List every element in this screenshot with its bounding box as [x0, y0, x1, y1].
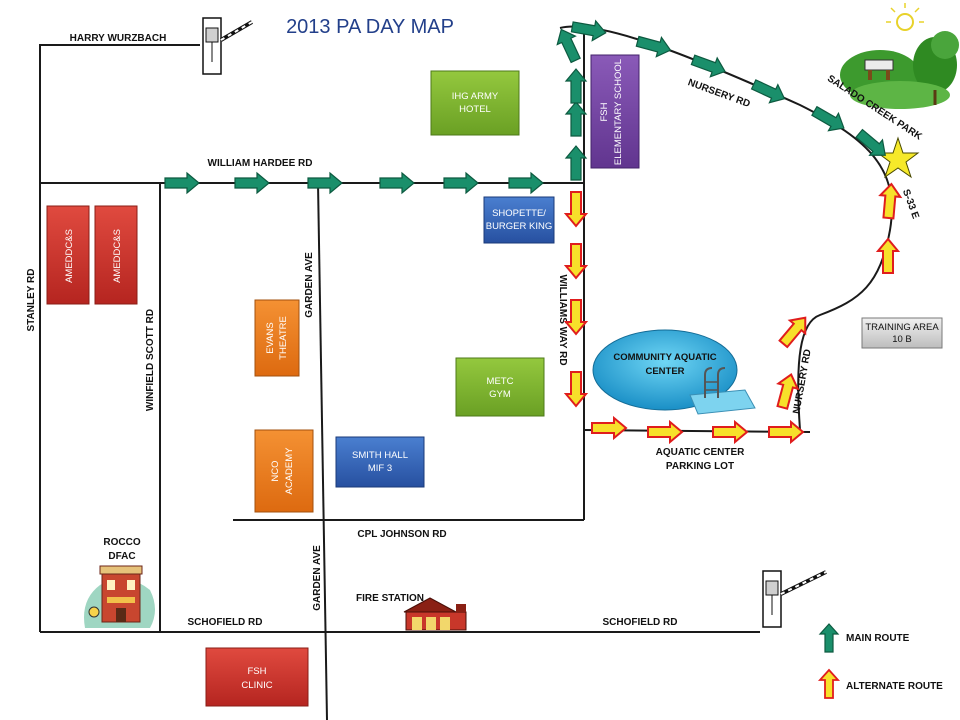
metc-label-line1: METC	[487, 376, 514, 387]
alternate-route-arrow-1	[563, 243, 589, 280]
parking-lot-label-line2: PARKING LOT	[666, 461, 734, 472]
road-label-winfield-scott: WINFIELD SCOTT RD	[145, 309, 156, 411]
alternate-route-arrow-10	[875, 237, 901, 274]
shopette-label-line1: SHOPETTE/	[492, 208, 546, 219]
main-route-arrow-2	[307, 171, 343, 195]
road-label-i35e: S-33 E	[900, 188, 921, 221]
main-route-arrow-10	[570, 19, 607, 42]
park-trees-icon	[840, 3, 959, 109]
fire-station-icon	[403, 597, 467, 631]
shopette-label-line2: BURGER KING	[486, 221, 553, 232]
main-route-arrow-5	[508, 171, 544, 195]
fsh-clinic	[205, 647, 309, 707]
alternate-route-arrow-0	[563, 191, 589, 228]
training-label-line1: TRAINING AREA	[865, 322, 939, 333]
gate-icon-north	[202, 17, 254, 75]
legend-main-route-label: MAIN ROUTE	[846, 633, 910, 644]
main-route-arrow-15	[855, 128, 886, 156]
alternate-route-arrow-11	[878, 182, 903, 220]
alternate-route-arrow-5	[647, 419, 684, 445]
road-label-garden-ave-south: GARDEN AVE	[312, 545, 323, 611]
ihg-label-line1: IHG ARMY	[452, 91, 499, 102]
alternate-route-arrow-9	[778, 316, 807, 349]
roads	[39, 25, 893, 720]
main-route-arrow-4	[443, 171, 479, 195]
evans-label-line2: THEATRE	[278, 316, 289, 360]
training-label-line2: 10 B	[892, 334, 912, 345]
amedd-label-1: AMEDDC&S	[64, 229, 75, 283]
main-route-arrow-13	[750, 79, 786, 104]
legend-main-route-icon	[818, 623, 840, 653]
map-title: 2013 PA DAY MAP	[286, 16, 454, 38]
main-route-arrow-14	[811, 105, 845, 132]
amedd-building-1	[46, 205, 90, 305]
pool-ladder-icon	[689, 367, 756, 415]
shopette-burger-king	[483, 196, 555, 244]
road-label-stanley: STANLEY RD	[26, 269, 37, 332]
main-route-arrow-8	[564, 68, 588, 104]
ihg-army-hotel	[430, 70, 520, 136]
main-route-arrow-1	[234, 171, 270, 195]
alternate-route-arrow-6	[712, 419, 749, 445]
nco-academy	[254, 429, 314, 513]
training-area	[861, 317, 943, 349]
evans-theatre	[254, 299, 300, 377]
clinic-label-line2: CLINIC	[241, 680, 272, 691]
cafe-icon	[84, 565, 155, 628]
road-label-williams-way: WILLIAMS WAY RD	[557, 274, 568, 365]
nco-label-line1: NCO	[270, 460, 281, 481]
alternate-route-arrow-7	[768, 419, 805, 445]
main-route-arrow-11	[635, 35, 672, 58]
metc-label-line2: GYM	[489, 389, 511, 400]
alternate-route-arrow-8	[776, 373, 800, 410]
clinic-label-line1: FSH	[248, 666, 267, 677]
main-route	[164, 19, 886, 195]
garden-ave-road	[317, 182, 328, 720]
harry-wurzbach-road	[39, 44, 200, 632]
metc-gym	[455, 357, 545, 417]
main-route-arrow-7	[564, 101, 588, 137]
fsh-elementary-school	[590, 54, 640, 169]
main-route-arrow-9	[556, 28, 581, 64]
road-label-harry-wurzbach: HARRY WURZBACH	[70, 33, 167, 44]
aquatic-label-line1: COMMUNITY AQUATIC	[613, 352, 716, 363]
fire-station-label: FIRE STATION	[356, 593, 424, 604]
road-label-schofield-east: SCHOFIELD RD	[603, 617, 678, 628]
alternate-route-arrow-4	[591, 415, 628, 441]
road-label-garden-ave-north: GARDEN AVE	[304, 252, 315, 318]
parking-lot-label-line1: AQUATIC CENTER	[656, 447, 745, 458]
aquatic-label-line2: CENTER	[645, 366, 684, 377]
legend-alternate-route-label: ALTERNATE ROUTE	[846, 681, 943, 692]
rocco-label-line2: DFAC	[108, 551, 135, 562]
amedd-building-2	[94, 205, 138, 305]
fsh-school-label-line1: FSH	[599, 102, 610, 121]
ihg-label-line2: HOTEL	[459, 104, 491, 115]
main-route-arrow-3	[379, 171, 415, 195]
evans-label-line1: EVANS	[265, 322, 276, 354]
fsh-school-label-line2: ELEMENTARY SCHOOL	[613, 59, 624, 165]
road-label-nursery-north: NURSERY RD	[686, 77, 751, 110]
road-label-cpl-johnson: CPL JOHNSON RD	[357, 529, 446, 540]
nco-label-line2: ACADEMY	[284, 447, 295, 495]
road-label-william-hardee: WILLIAM HARDEE RD	[208, 158, 313, 169]
aquatic-center-shape	[592, 329, 738, 411]
gate-icon-south	[762, 570, 827, 628]
smith-label-line1: SMITH HALL	[352, 450, 408, 461]
legend: MAIN ROUTE ALTERNATE ROUTE	[817, 623, 943, 699]
amedd-label-2: AMEDDC&S	[112, 229, 123, 283]
smith-label-line2: MIF 3	[368, 463, 392, 474]
alternate-route	[563, 182, 903, 445]
community-aquatic-center: COMMUNITY AQUATIC CENTER	[592, 329, 756, 415]
legend-alternate-route-icon	[817, 668, 841, 699]
alternate-route-arrow-3	[563, 371, 589, 408]
smith-hall	[335, 436, 425, 488]
main-route-arrow-0	[164, 171, 200, 195]
main-route-arrow-12	[690, 54, 726, 78]
rocco-label-line1: ROCCO	[103, 537, 140, 548]
road-label-schofield-west: SCHOFIELD RD	[188, 617, 263, 628]
main-route-arrow-6	[564, 145, 588, 181]
alternate-route-arrow-2	[563, 299, 589, 336]
buildings: AMEDDC&S AMEDDC&S IHG ARMY HOTEL FSH ELE…	[46, 54, 943, 707]
